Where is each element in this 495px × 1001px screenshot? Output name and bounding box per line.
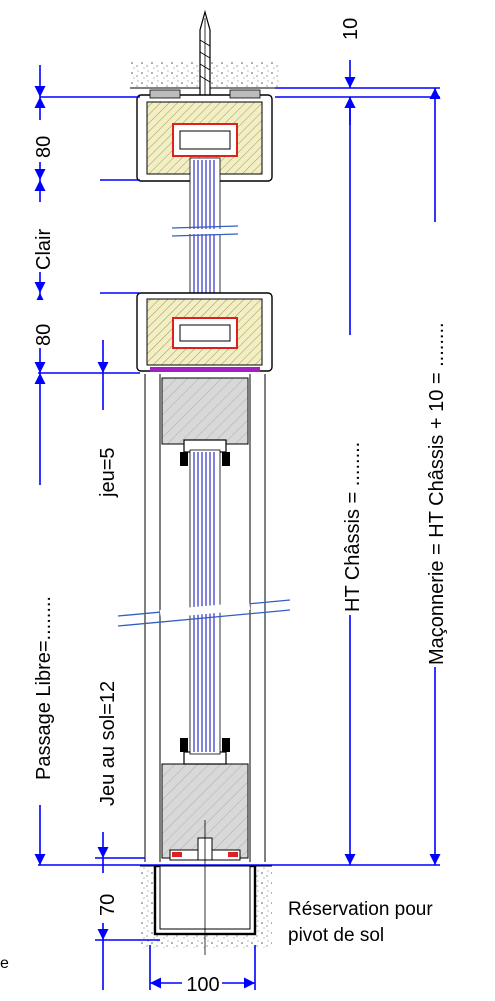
door-leaf (144, 374, 266, 862)
dim-floor-play: Jeu au sol=12 (97, 681, 119, 806)
middle-frame (136, 292, 273, 372)
lower-glass (117, 449, 291, 755)
dim-width: 100 (186, 974, 219, 996)
dim-ht-chassis: HT Châssis = ........ (342, 442, 364, 612)
dim-frame-top: 80 (33, 136, 55, 158)
reservation-label-line1: Réservation pour (288, 899, 433, 920)
dim-pivot-depth: 70 (97, 894, 119, 916)
upper-glass (171, 157, 239, 299)
dim-passage: Passage Libre=........ (33, 596, 55, 780)
dim-top-gap: 10 (340, 18, 362, 40)
floor-reservation (140, 864, 272, 948)
dim-clear: Clair (33, 229, 55, 270)
corner-letter: e (0, 955, 9, 972)
dim-frame-bottom: 80 (33, 324, 55, 346)
dim-masonry: Maçonnerie = HT Châssis + 10 = ........ (426, 322, 448, 665)
reservation-label-line2: pivot de sol (288, 925, 384, 946)
dim-play: jeu=5 (97, 448, 119, 499)
